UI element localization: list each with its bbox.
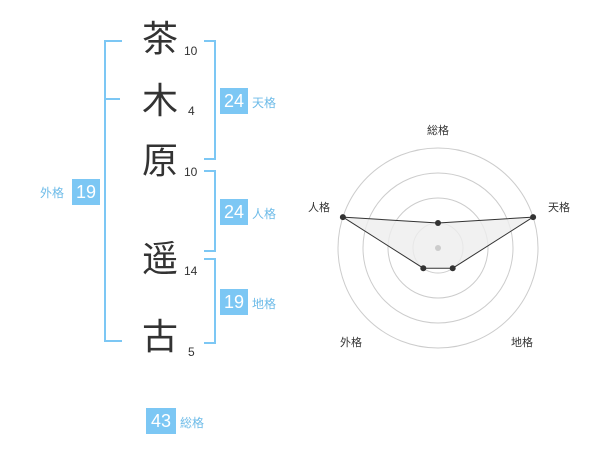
radar-label-soukaku: 総格	[427, 123, 449, 137]
name-char-1: 茶	[141, 19, 178, 60]
gaikaku-label: 外格	[40, 186, 65, 200]
radar-label-jinkaku: 人格	[308, 200, 330, 214]
radar-point-5	[339, 214, 346, 221]
radar-point-3	[449, 265, 456, 272]
name-char-2: 木	[141, 81, 178, 122]
jinkaku-label: 人格	[252, 207, 277, 221]
radar-polygon	[342, 216, 534, 269]
radar-ring	[387, 197, 489, 299]
stroke-count-4: 14	[184, 264, 198, 278]
tenkaku-badge: 24	[220, 88, 248, 114]
chikaku-bracket	[204, 258, 216, 344]
chikaku-label: 地格	[252, 297, 277, 311]
stroke-count-2: 4	[188, 104, 195, 118]
name-char-5: 古	[141, 317, 178, 358]
radar-ring	[362, 172, 514, 324]
gaikaku-bracket-mid	[104, 98, 120, 100]
chikaku-badge: 19	[220, 289, 248, 315]
jinkaku-badge: 24	[220, 199, 248, 225]
radar-label-tenkaku: 天格	[548, 200, 570, 214]
tenkaku-bracket	[204, 40, 216, 160]
jinkaku-bracket	[204, 170, 216, 252]
radar-ring	[337, 147, 539, 349]
soukaku-badge: 43	[146, 408, 176, 434]
name-char-3: 原	[141, 141, 178, 182]
radar-point-4	[420, 265, 427, 272]
name-char-4: 遥	[141, 239, 178, 280]
radar-points	[339, 214, 537, 272]
radar-point-1	[435, 220, 441, 226]
radar-center-dot	[435, 245, 441, 251]
gaikaku-badge: 19	[72, 179, 100, 205]
radar-label-gaikaku: 外格	[340, 335, 362, 349]
radar-rings	[337, 147, 539, 349]
gaikaku-bracket	[104, 40, 122, 342]
stroke-count-5: 5	[188, 345, 195, 359]
tenkaku-label: 天格	[252, 96, 277, 110]
radar-point-2	[530, 214, 537, 221]
soukaku-label: 総格	[180, 416, 205, 430]
stroke-count-3: 10	[184, 165, 198, 179]
stroke-count-1: 10	[184, 44, 198, 58]
radar-label-chikaku: 地格	[511, 335, 533, 349]
